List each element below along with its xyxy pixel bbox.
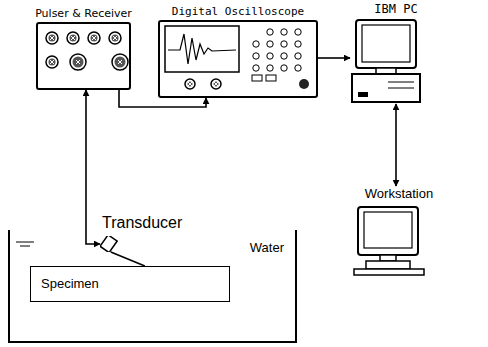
node-label: Pulser & Receiver	[35, 7, 132, 20]
workstation-drawing	[346, 203, 432, 277]
node-label: Specimen	[41, 276, 99, 291]
node-label: Water	[250, 240, 284, 255]
ibm-pc-drawing	[350, 18, 422, 104]
water-tank: Water TransducerSpecimen	[8, 230, 298, 344]
ibm-pc: IBM PC	[350, 2, 442, 104]
workstation: Workstation	[346, 186, 452, 277]
pulser-receiver-unit: Pulser & Receiver	[36, 22, 131, 90]
transducer: Transducer	[100, 236, 118, 252]
digital-oscilloscope-drawing	[158, 20, 318, 98]
node-label: Digital Oscilloscope	[172, 5, 304, 18]
signal-arrow	[86, 90, 100, 244]
node-label: IBM PC	[350, 2, 442, 16]
specimen-block: Specimen	[30, 266, 230, 302]
node-label: Transducer	[102, 214, 182, 232]
transducer-drawing	[100, 236, 118, 252]
pulser-receiver-unit-drawing	[36, 22, 131, 90]
node-label: Workstation	[346, 186, 452, 201]
digital-oscilloscope: Digital Oscilloscope	[158, 20, 318, 98]
signal-arrow	[395, 104, 397, 186]
signal-arrow	[318, 57, 350, 59]
beam-line	[111, 252, 145, 266]
